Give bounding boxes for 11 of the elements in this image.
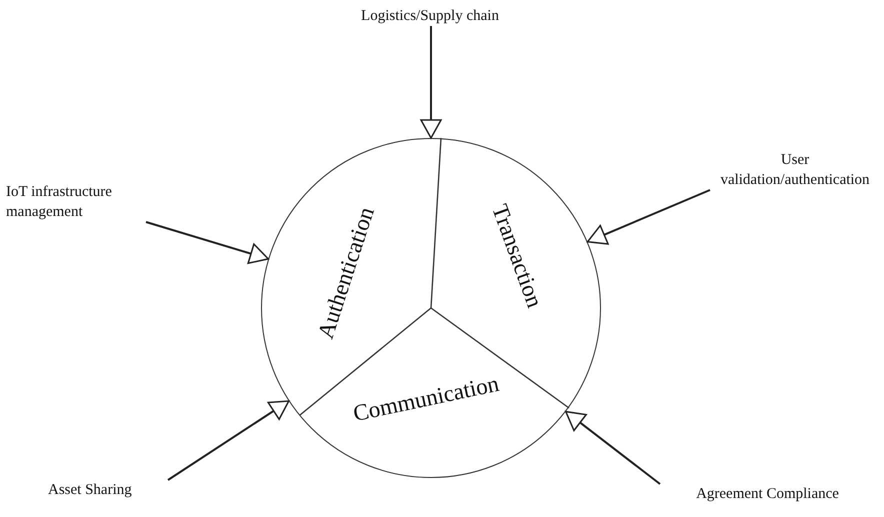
- arrow: [146, 221, 269, 264]
- arrow: [420, 26, 442, 139]
- node-label: User validation/authentication: [710, 150, 880, 190]
- node-label: Asset Sharing: [48, 480, 168, 500]
- arrow: [565, 410, 661, 485]
- arrow: [586, 189, 710, 245]
- node-label: Agreement Compliance: [660, 484, 875, 504]
- node-label: Logistics/Supply chain: [330, 6, 530, 26]
- arrow: [167, 400, 290, 481]
- circle-diagram: [261, 138, 601, 478]
- node-label: IoT infrastructure management: [6, 182, 146, 222]
